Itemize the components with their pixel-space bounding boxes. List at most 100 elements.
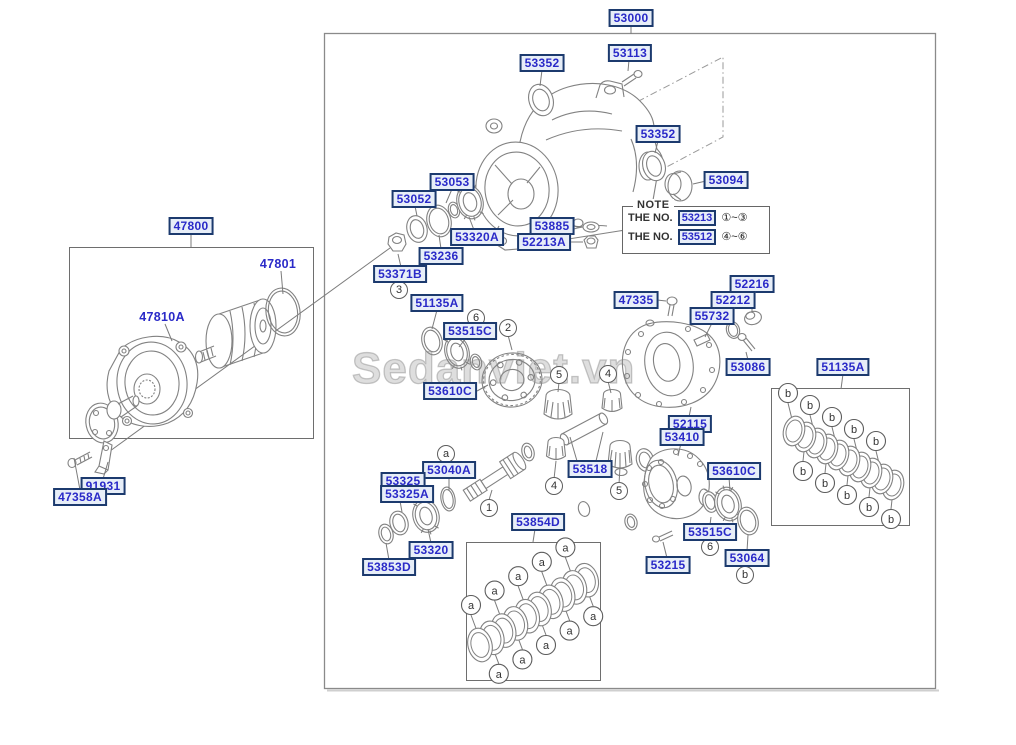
stack-marker-label: b: [829, 412, 835, 424]
bolt: [651, 530, 674, 543]
drive-pinion: [462, 451, 527, 502]
leader-line: [507, 334, 513, 351]
part-label-53053[interactable]: 53053: [429, 173, 475, 191]
part-label-53371b[interactable]: 53371B: [373, 265, 427, 283]
stack-marker-label: b: [800, 466, 806, 478]
part-label-53094[interactable]: 53094: [703, 171, 749, 189]
stack-marker-label: b: [873, 436, 879, 448]
leader-line: [618, 466, 621, 485]
stack-marker: [555, 537, 576, 558]
part-label-53410[interactable]: 53410: [659, 428, 705, 446]
part-label-53610c[interactable]: 53610C: [707, 462, 761, 480]
stack-marker-label: a: [567, 626, 574, 638]
note-box: NOTE THE NO. 53213 ①~③ THE NO. 53512 ④~⑥: [622, 199, 770, 254]
exploded-parts-art: [67, 69, 762, 545]
note-range: ④~⑥: [721, 231, 748, 243]
stack-marker: [508, 566, 529, 587]
part-label-53518[interactable]: 53518: [567, 460, 613, 478]
part-label-53236[interactable]: 53236: [418, 247, 464, 265]
part-label-53515c[interactable]: 53515C: [443, 322, 497, 340]
stack-marker: [535, 634, 557, 656]
leader-line: [746, 534, 749, 552]
part-label-47800[interactable]: 47800: [168, 217, 214, 235]
assembly-marker-4: 4: [599, 365, 617, 383]
side-gear: [607, 439, 633, 477]
leader-line: [468, 216, 475, 231]
part-label-53086[interactable]: 53086: [725, 358, 771, 376]
part-label-53320[interactable]: 53320: [408, 541, 454, 559]
leader-line: [595, 431, 604, 462]
stack-marker: [799, 394, 821, 416]
part-label-47810a[interactable]: 47810A: [139, 310, 185, 324]
pinion-gear: [601, 388, 623, 413]
stack-marker-label: b: [866, 502, 872, 514]
part-label-51135a[interactable]: 51135A: [816, 358, 870, 376]
note-prefix: THE NO.: [628, 231, 673, 243]
bolt: [621, 69, 643, 87]
leader-line: [553, 460, 557, 480]
leader-line: [385, 542, 390, 561]
bolt: [67, 451, 93, 469]
leader-line: [654, 140, 659, 154]
part-label-53320a[interactable]: 53320A: [450, 228, 504, 246]
breather-plug: [666, 296, 678, 317]
leader-line: [476, 384, 489, 392]
part-label-55732[interactable]: 55732: [689, 307, 735, 325]
part-label-53610c[interactable]: 53610C: [423, 382, 477, 400]
stack-marker-label: b: [785, 388, 791, 400]
assembly-marker-2: 2: [499, 319, 517, 337]
part-label-53213[interactable]: 53213: [677, 210, 717, 226]
part-label-53215[interactable]: 53215: [645, 556, 691, 574]
part-label-53113[interactable]: 53113: [607, 44, 653, 62]
stack-marker: [865, 430, 887, 452]
part-label-53352[interactable]: 53352: [519, 54, 565, 72]
stack-marker-label: a: [468, 600, 475, 612]
stack-marker: [843, 418, 865, 440]
part-label-53853d[interactable]: 53853D: [362, 558, 416, 576]
part-label-53052[interactable]: 53052: [391, 190, 437, 208]
part-label-51135a[interactable]: 51135A: [410, 294, 464, 312]
leader-line: [704, 322, 713, 338]
stack-marker: [777, 382, 799, 404]
oil-seal: [642, 150, 666, 182]
part-label-47335[interactable]: 47335: [613, 291, 659, 309]
stack-marker-label: b: [822, 478, 828, 490]
part-label-53512[interactable]: 53512: [677, 229, 717, 245]
stack-marker-label: b: [888, 514, 894, 526]
stack-marker-label: b: [851, 424, 857, 436]
part-label-47801[interactable]: 47801: [259, 257, 297, 271]
leader-line: [427, 528, 432, 544]
diff-case: [641, 448, 717, 520]
part-label-53064[interactable]: 53064: [724, 549, 770, 567]
side-gear: [543, 388, 573, 420]
pinion-shaft: [559, 412, 609, 446]
companion-flange: [85, 395, 140, 444]
part-label-52212[interactable]: 52212: [710, 291, 756, 309]
stack-marker-label: a: [492, 586, 499, 598]
stack-marker: [531, 551, 552, 572]
snap-ring: [737, 506, 759, 536]
stack-marker-label: b: [807, 400, 813, 412]
part-label-52213a[interactable]: 52213A: [517, 233, 571, 251]
leader-line: [539, 69, 543, 87]
part-label-53000[interactable]: 53000: [608, 9, 654, 27]
part-label-53325a[interactable]: 53325A: [380, 485, 434, 503]
note-title: NOTE: [633, 199, 674, 211]
stack-marker: [836, 484, 858, 506]
stack-marker-label: a: [496, 669, 503, 681]
end-plug: [664, 170, 693, 202]
leader-line: [488, 489, 493, 501]
shim-ring-inner: [470, 632, 490, 658]
ring-gear: [481, 352, 543, 408]
stack-marker-label: a: [562, 542, 569, 554]
part-label-53854d[interactable]: 53854D: [511, 513, 565, 531]
part-label-53885[interactable]: 53885: [529, 217, 575, 235]
leader-line: [569, 436, 578, 462]
part-label-53040a[interactable]: 53040A: [422, 461, 476, 479]
part-label-53515c[interactable]: 53515C: [683, 523, 737, 541]
note-range: ①~③: [721, 212, 748, 224]
part-label-47358a[interactable]: 47358A: [53, 488, 107, 506]
part-label-53352[interactable]: 53352: [635, 125, 681, 143]
stack-marker: [559, 620, 580, 641]
